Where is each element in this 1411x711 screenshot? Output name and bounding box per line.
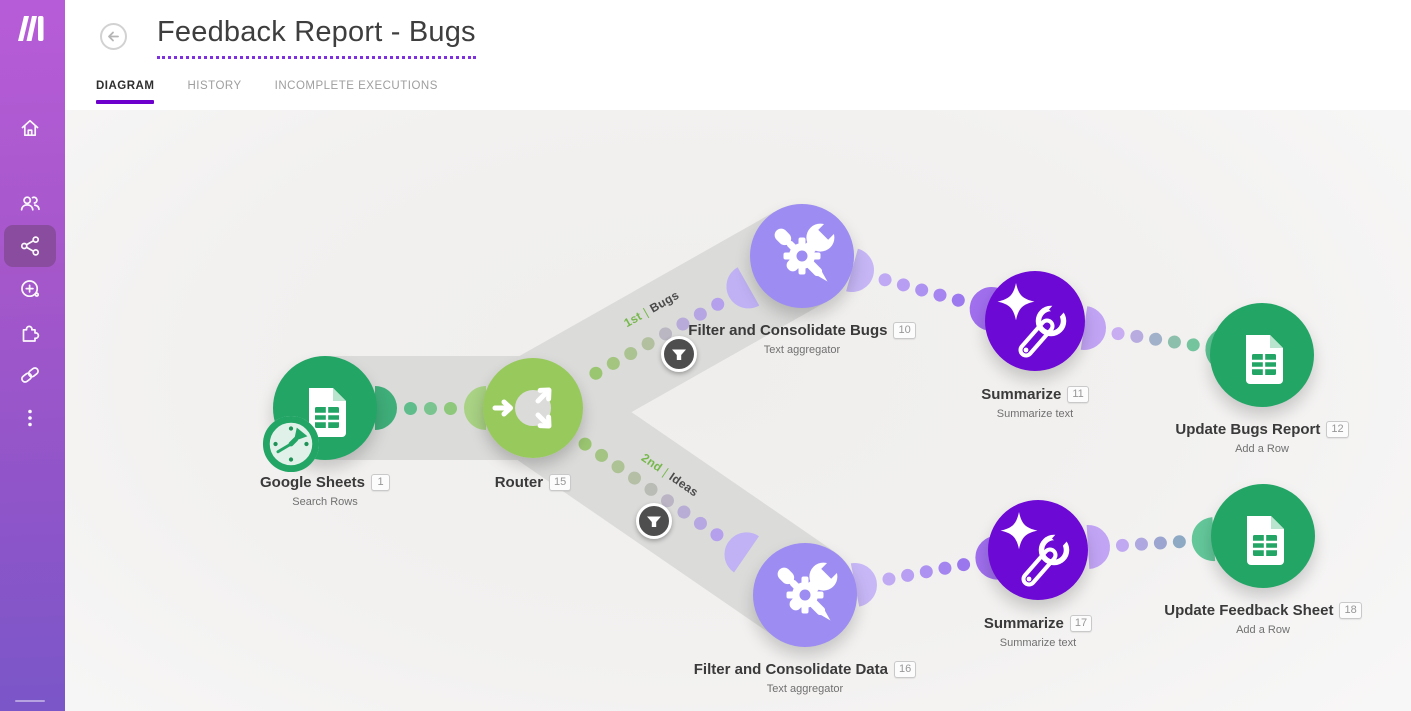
module-sublabel: Add a Row: [1236, 624, 1290, 636]
module-label: Filter and Consolidate Bugs: [688, 322, 888, 339]
filter-icon-bugs-route[interactable]: [661, 336, 697, 372]
sidebar: [0, 0, 65, 711]
more-dots-icon: [28, 409, 32, 427]
module-summarize-data[interactable]: Summarize 17 Summarize text: [984, 500, 1093, 649]
clock-icon: [262, 415, 320, 473]
add-circle-icon: [21, 280, 40, 298]
sidebar-item-scenarios[interactable]: [0, 224, 60, 268]
module-router[interactable]: Router 15: [483, 358, 583, 491]
sidebar-item-apps[interactable]: [0, 310, 60, 354]
module-label: Google Sheets: [259, 474, 366, 491]
share-icon: [20, 236, 40, 256]
sidebar-item-home[interactable]: [0, 106, 60, 150]
module-number-badge: 12: [1326, 421, 1349, 438]
connection-dots: [846, 248, 998, 331]
google-sheets-icon[interactable]: [1210, 303, 1314, 407]
scenario-title[interactable]: Feedback Report - Bugs: [157, 16, 476, 59]
ai-wrench-icon[interactable]: [988, 500, 1088, 600]
module-number-badge: 11: [1067, 386, 1089, 403]
tab-incomplete-executions[interactable]: INCOMPLETE EXECUTIONS: [274, 80, 438, 92]
module-sublabel: Summarize text: [996, 408, 1074, 420]
module-label: Filter and Consolidate Data: [693, 661, 888, 678]
module-google-sheets-search[interactable]: Google Sheets 1 Search Rows: [260, 356, 391, 508]
google-sheets-icon[interactable]: [1211, 484, 1315, 588]
funnel-icon: [672, 349, 686, 360]
back-button[interactable]: [100, 23, 127, 50]
google-sheets-icon[interactable]: [273, 356, 377, 460]
filter-icon-ideas-route[interactable]: [636, 503, 672, 539]
sidebar-active-highlight: [4, 225, 56, 267]
module-summarize-bugs[interactable]: Summarize 11 Summarize text: [981, 271, 1089, 420]
module-number-badge: 16: [893, 661, 917, 678]
ai-wrench-icon[interactable]: [985, 271, 1085, 371]
connection-dots: [375, 386, 486, 430]
sidebar-item-team[interactable]: [0, 181, 60, 225]
module-label: Update Bugs Report: [1175, 421, 1321, 438]
schedule-clock-badge[interactable]: [262, 415, 320, 478]
module-number-badge: 10: [893, 322, 916, 339]
module-update-bugs-report[interactable]: Update Bugs Report 12 Add a Row: [1175, 303, 1349, 455]
module-filter-consolidate-bugs[interactable]: Filter and Consolidate Bugs 10 Text aggre…: [688, 204, 916, 356]
module-sublabel: Summarize text: [999, 637, 1077, 649]
connection-dots: [1086, 517, 1216, 569]
link-icon: [21, 367, 39, 383]
module-label: Router: [494, 474, 544, 491]
connection-dots: [1080, 306, 1231, 372]
sidebar-item-templates[interactable]: [0, 267, 60, 311]
tab-history[interactable]: HISTORY: [187, 80, 242, 92]
module-update-feedback-sheet[interactable]: Update Feedback Sheet 18 Add a Row: [1164, 484, 1362, 636]
sidebar-grip: [15, 700, 45, 702]
module-sublabel: Search Rows: [292, 496, 358, 508]
home-icon: [21, 119, 39, 137]
puzzle-icon: [22, 325, 40, 342]
header: Feedback Report - Bugs DIAGRAM HISTORY I…: [65, 0, 1411, 110]
module-label: Summarize: [983, 615, 1064, 632]
funnel-icon: [647, 516, 661, 527]
connection-dots: [850, 535, 1002, 607]
sidebar-item-more[interactable]: [0, 396, 60, 440]
module-number-badge: 1: [371, 474, 391, 491]
sidebar-item-connections[interactable]: [0, 353, 60, 397]
module-number-badge: 15: [549, 474, 572, 491]
tools-icon[interactable]: [753, 543, 857, 647]
module-number-badge: 17: [1069, 615, 1093, 632]
make-logo-icon[interactable]: [14, 13, 50, 43]
module-sublabel: Text aggregator: [766, 683, 844, 695]
module-filter-consolidate-data[interactable]: Filter and Consolidate Data 16 Text aggre…: [694, 543, 917, 695]
tools-icon[interactable]: [750, 204, 854, 308]
back-arrow-icon: [108, 31, 119, 42]
module-label: Summarize: [981, 386, 1062, 403]
module-label: Update Feedback Sheet: [1164, 602, 1334, 619]
tab-diagram[interactable]: DIAGRAM: [96, 80, 154, 104]
module-sublabel: Add a Row: [1235, 443, 1289, 455]
tab-bar: DIAGRAM HISTORY INCOMPLETE EXECUTIONS: [96, 80, 471, 104]
module-number-badge: 18: [1339, 602, 1362, 619]
team-icon: [20, 196, 40, 211]
diagram-canvas[interactable]: 1st|Bugs 2nd|Ideas Google Sheet: [65, 110, 1411, 711]
module-sublabel: Text aggregator: [763, 344, 841, 356]
